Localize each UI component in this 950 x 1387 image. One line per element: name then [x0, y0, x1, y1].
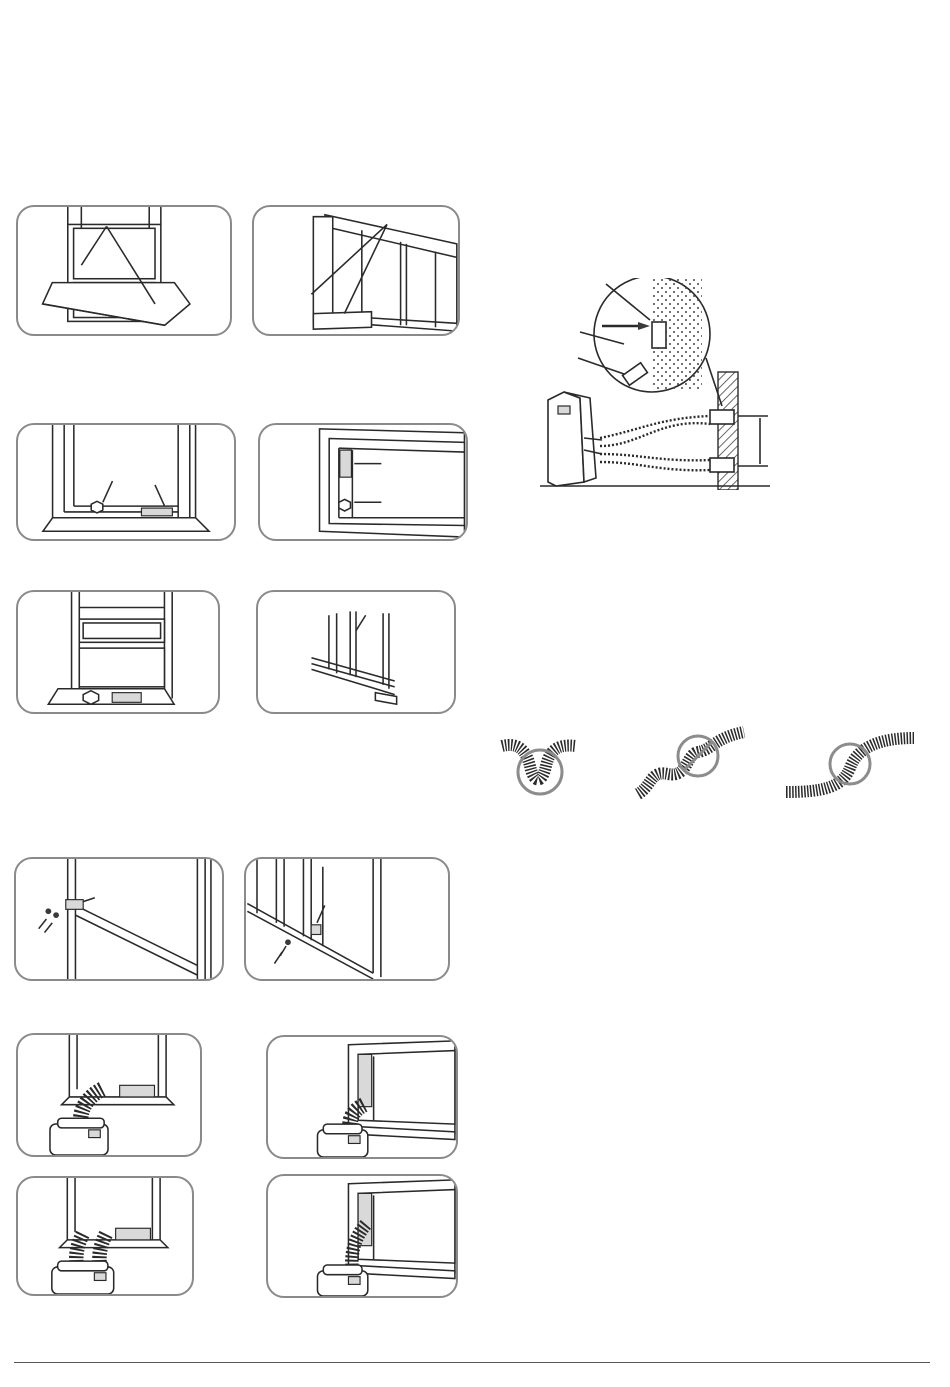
figure-hose-curve: [782, 724, 922, 802]
window-kit-vertical-icon: [18, 592, 218, 712]
figure-dual-hose-horizontal: [266, 1174, 458, 1298]
horizontal-sliding-window-icon: [254, 207, 458, 334]
figure-single-hose-horizontal: [266, 1035, 458, 1159]
wall-installation-icon: [540, 278, 770, 490]
dual-hose-horizontal-icon: [268, 1176, 456, 1296]
hose-kinked-icon: [498, 736, 580, 798]
figure-sash-window-vertical: [16, 205, 232, 336]
figure-foam-seal-horizontal: [258, 423, 468, 541]
figure-window-kit-horizontal: [256, 590, 456, 714]
footer-divider: [14, 1362, 930, 1363]
figure-foam-seal-vertical: [16, 423, 236, 541]
screw-vertical-window-icon: [16, 859, 222, 979]
figure-window-kit-vertical: [16, 590, 220, 714]
hose-curve-icon: [782, 724, 922, 802]
figure-wall-installation: [540, 278, 770, 490]
figure-single-hose-vertical: [16, 1033, 202, 1157]
screw-horizontal-window-icon: [246, 859, 448, 979]
hose-twisted-icon: [632, 726, 750, 804]
foam-seal-horizontal-icon: [260, 425, 466, 539]
dual-hose-vertical-icon: [18, 1178, 192, 1294]
single-hose-horizontal-icon: [268, 1037, 456, 1157]
single-hose-vertical-icon: [18, 1035, 200, 1155]
foam-seal-vertical-icon: [18, 425, 234, 539]
figure-dual-hose-vertical: [16, 1176, 194, 1296]
vertical-sash-window-icon: [18, 207, 230, 334]
figure-hose-bend-wrong: [498, 736, 580, 798]
figure-hose-twist-wrong: [632, 726, 750, 804]
window-kit-horizontal-icon: [258, 592, 454, 712]
figure-screw-horizontal: [244, 857, 450, 981]
figure-sliding-window-horizontal: [252, 205, 460, 336]
figure-screw-vertical: [14, 857, 224, 981]
